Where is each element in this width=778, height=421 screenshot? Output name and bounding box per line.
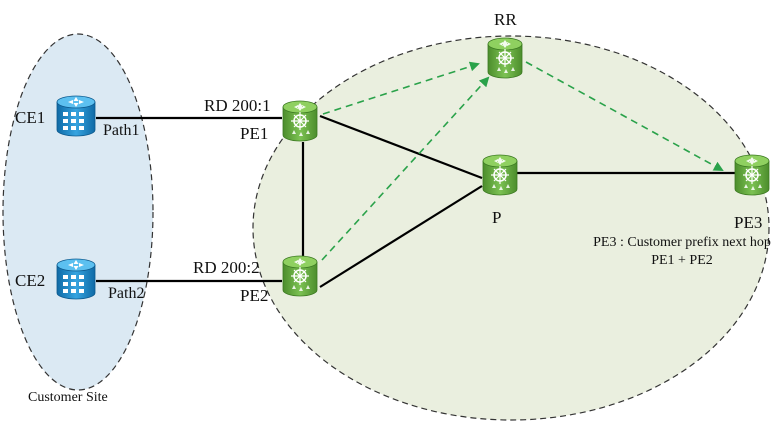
rr-router-icon bbox=[487, 37, 523, 79]
pe1-rd-label: RD 200:1 bbox=[204, 96, 271, 115]
pe3-router-icon bbox=[734, 154, 770, 196]
bgp-sessions bbox=[321, 61, 724, 261]
physical-links bbox=[96, 114, 738, 288]
ce1-router-icon bbox=[56, 95, 96, 137]
ce2-label: CE2 bbox=[15, 271, 46, 290]
ce1-label: CE1 bbox=[15, 108, 46, 127]
p-router-icon bbox=[482, 154, 518, 196]
pe3-note-line2: PE1 + PE2 bbox=[651, 253, 713, 268]
pe2-rd-label: RD 200:2 bbox=[193, 258, 260, 277]
pe3-note: PE3 : Customer prefix next hop PE1 + PE2 bbox=[584, 236, 778, 268]
pe2-label: PE2 bbox=[240, 286, 269, 305]
provider-network-area bbox=[252, 35, 770, 421]
pe3-note-line1: PE3 : Customer prefix next hop bbox=[593, 235, 771, 250]
p-label: P bbox=[492, 208, 502, 227]
ce2-router-icon bbox=[56, 258, 96, 300]
session-rr-pe3 bbox=[525, 61, 724, 171]
path2-label: Path2 bbox=[108, 285, 145, 302]
pe2-router-icon bbox=[282, 255, 318, 297]
session-pe2-rr bbox=[321, 76, 490, 261]
pe1-router-icon bbox=[282, 100, 318, 142]
path1-label: Path1 bbox=[103, 122, 140, 139]
link-pe1-p bbox=[319, 114, 483, 180]
customer-site-label: Customer Site bbox=[28, 390, 108, 405]
session-pe1-rr bbox=[322, 61, 480, 115]
customer-site-area bbox=[2, 33, 154, 391]
link-pe2-p bbox=[319, 185, 483, 288]
pe3-label: PE3 bbox=[734, 213, 763, 232]
rr-label: RR bbox=[494, 10, 517, 29]
pe1-label: PE1 bbox=[240, 124, 269, 143]
